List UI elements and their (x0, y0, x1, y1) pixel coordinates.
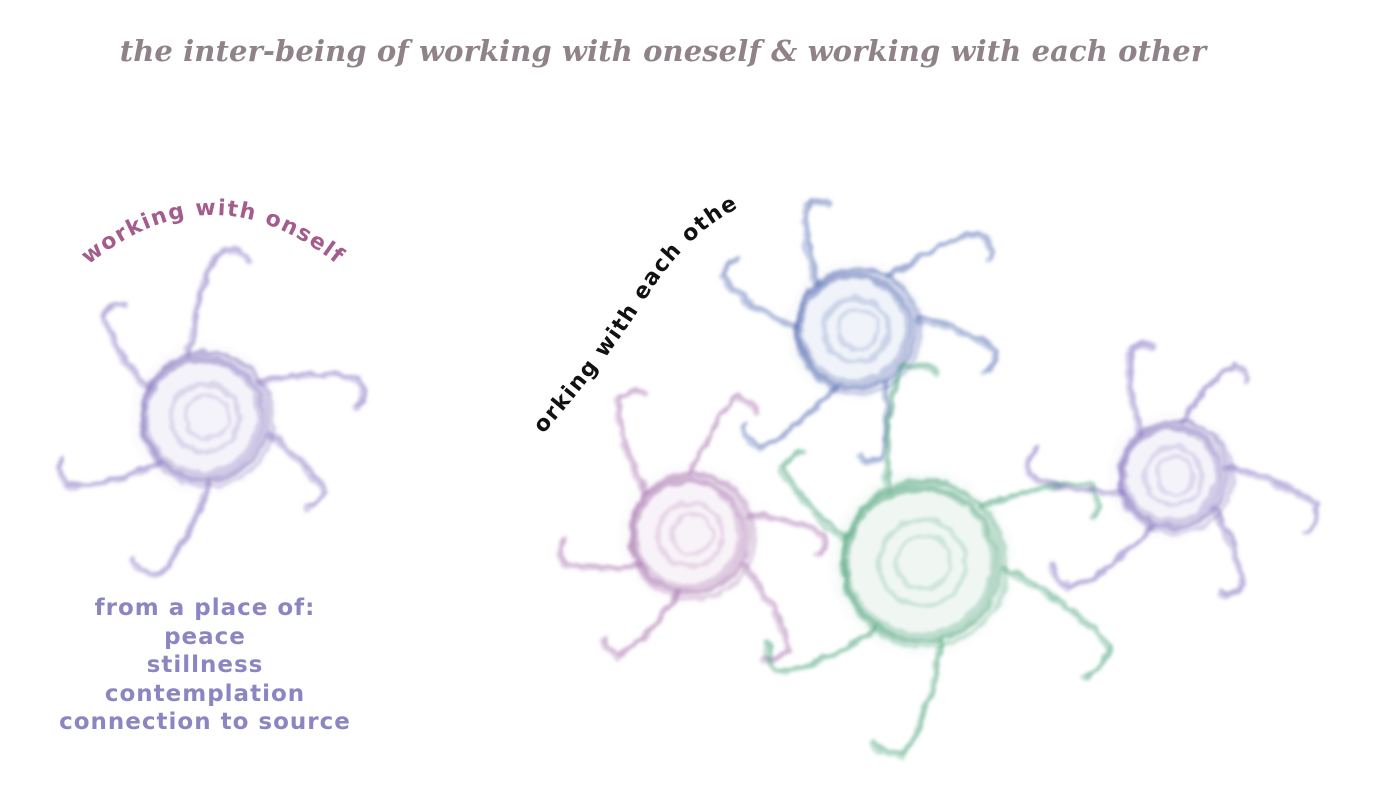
quality-contemplation: contemplation (104, 680, 306, 707)
qualities-list: from a place of: peace stillness contemp… (55, 594, 355, 737)
qualities-heading: from a place of: (94, 595, 316, 621)
oneself-swirl (56, 245, 366, 580)
green-swirl (763, 362, 1114, 759)
mauve-swirl (556, 387, 829, 664)
page-title: the inter-being of working with oneself … (119, 34, 1207, 68)
quality-peace: peace (164, 623, 246, 650)
blue-swirl (718, 196, 1000, 464)
swirl-layer (56, 196, 1322, 759)
quality-connection-to-source: connection to source (59, 709, 351, 735)
quality-stillness: stillness (146, 652, 264, 678)
violet-swirl (1025, 339, 1322, 600)
working-with-each-other-label: working with each other (0, 0, 742, 438)
